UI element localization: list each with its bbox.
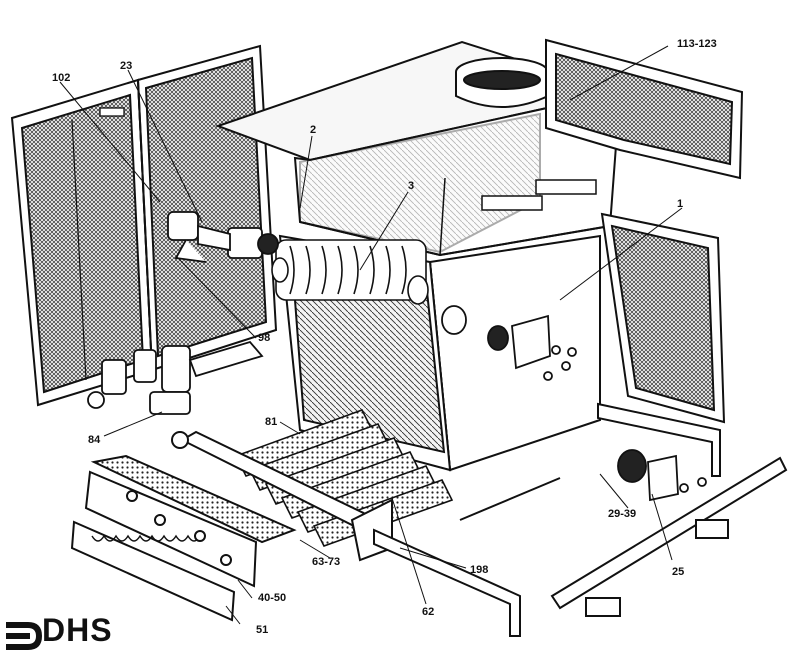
callout-23: 23 [120,60,133,72]
right-fittings [441,305,707,502]
callout-3: 3 [408,180,415,192]
ignition-unit [167,211,279,263]
flue-hood [215,40,624,257]
rear-top-panel [545,38,744,180]
leader-lines [59,45,683,625]
dhs-logo-mark [6,622,42,650]
right-side-panel [600,212,726,424]
callout-62: 62 [422,606,435,618]
callout-84: 84 [88,434,101,446]
callout-81: 81 [265,416,278,428]
callout-198: 198 [470,564,489,576]
logo-text: DHS [42,612,113,648]
front-plates [70,454,297,622]
callout-40-50: 40-50 [258,592,287,604]
callout-25: 25 [672,566,685,578]
callout-2: 2 [310,124,317,136]
burner-manifold [171,430,393,562]
combustion-chamber [278,234,601,472]
callout-63-73: 63-73 [312,556,341,568]
callout-51: 51 [256,624,269,636]
callout-102: 102 [52,72,71,84]
callout-113-123: 113-123 [677,38,717,50]
callout-98: 98 [258,332,271,344]
heat-exchanger [271,239,429,305]
callout-29-39: 29-39 [608,508,637,520]
callout-1: 1 [677,198,684,210]
gas-valve-assembly [87,340,264,415]
